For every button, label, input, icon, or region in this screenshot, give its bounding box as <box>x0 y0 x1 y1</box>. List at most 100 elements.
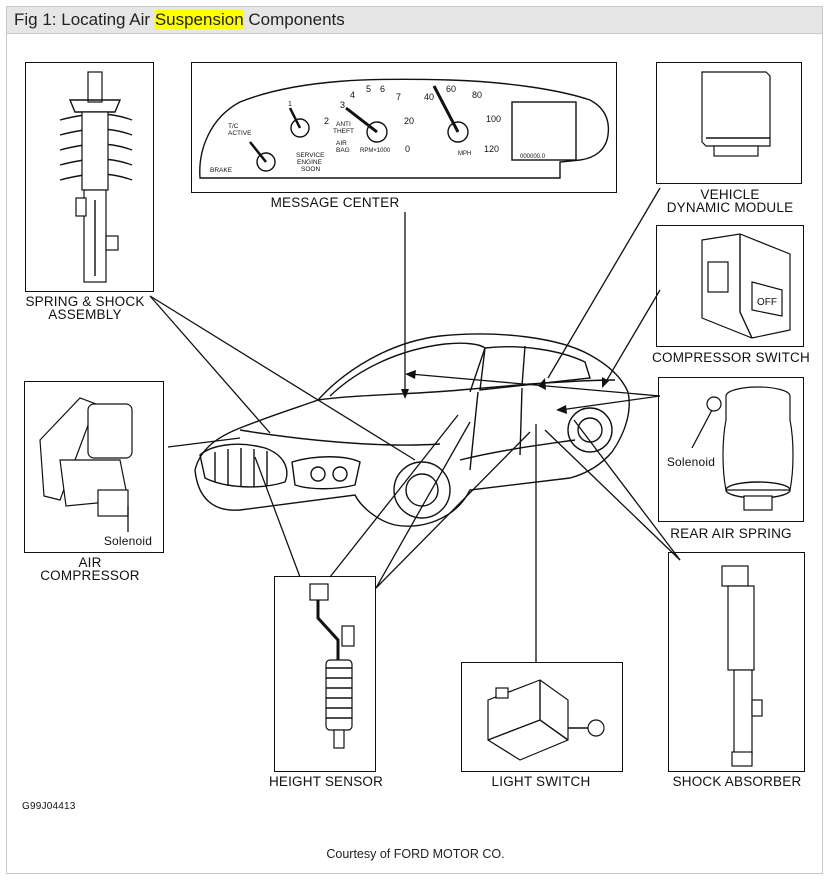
leader-shock-b <box>544 429 681 561</box>
speed-20: 20 <box>404 116 414 126</box>
rear-wheel-hub <box>577 417 603 443</box>
shock-solenoid <box>751 699 763 717</box>
rear-wheel <box>567 407 613 453</box>
tach-4: 4 <box>350 90 355 100</box>
figure-id: G99J04413 <box>22 801 76 812</box>
cluster-text: T/C ACTIVE BRAKE ANTI THEFT AIR BAG SERV… <box>210 84 546 174</box>
arrow-rear-spring-a <box>405 370 416 379</box>
tach-3: 3 <box>340 100 345 110</box>
arrow-rear-spring-b <box>556 405 567 414</box>
cluster-tc: T/C <box>228 123 239 130</box>
title-suffix: Components <box>243 10 345 29</box>
shock-bracket <box>75 197 87 217</box>
figure-title: Fig 1: Locating Air Suspension Component… <box>14 10 345 30</box>
light-switch-knob <box>587 719 605 737</box>
label-message-center: MESSAGE CENTER <box>270 195 400 210</box>
cluster-service: SERVICE <box>296 152 325 159</box>
small-needle-lower <box>249 141 267 163</box>
cluster-odometer: 000000.0 <box>520 154 546 160</box>
air-bag-sleeve <box>81 111 109 191</box>
label-air-solenoid: Solenoid <box>103 534 153 548</box>
shock-top-mount <box>721 565 749 587</box>
label-rear-solenoid: Solenoid <box>666 455 716 469</box>
air-compressor-drawing <box>39 397 133 532</box>
switch-clip <box>707 261 729 293</box>
sensor-top-mount <box>309 583 329 601</box>
leader-rear-spring-a <box>409 373 661 397</box>
instrument-cluster <box>199 78 610 179</box>
label-spring-shock-line2: ASSEMBLY <box>48 307 122 322</box>
vdm-drawing <box>701 71 771 157</box>
shock-bottom-eye <box>731 751 753 767</box>
label-vdm-line1: VEHICLE <box>700 187 760 202</box>
headlight-lamp-2 <box>332 466 348 482</box>
car-headlight <box>291 456 361 490</box>
rear-door-edge <box>519 387 523 456</box>
cluster-air: AIR <box>336 140 347 147</box>
rear-air-spring-drawing <box>691 386 794 511</box>
leader-shock-a <box>573 419 681 561</box>
height-sensor-drawing <box>309 583 355 749</box>
label-height-sensor: HEIGHT SENSOR <box>268 774 384 789</box>
tach-hub <box>366 121 388 143</box>
label-vdm-line2: DYNAMIC MODULE <box>666 200 794 215</box>
strut-top-mount <box>68 99 122 113</box>
title-bar <box>7 7 822 34</box>
compressor-bracket <box>39 397 97 501</box>
cluster-anti: ANTI <box>336 121 351 128</box>
shock-lower-body <box>733 669 753 755</box>
tach-2: 2 <box>324 116 329 126</box>
light-switch-edges <box>487 680 569 741</box>
leader-height-sensor-d <box>375 421 471 589</box>
leader-compressor-switch <box>603 289 661 386</box>
compressor-head <box>97 489 129 517</box>
cluster-mph: MPH <box>458 151 471 157</box>
speedo-hub <box>447 121 469 143</box>
label-air-compressor-line1: AIR <box>78 555 102 570</box>
sensor-bottom-mount <box>333 729 345 749</box>
sensor-boot-ribs <box>326 667 352 719</box>
switch-rocker <box>751 281 783 317</box>
arrow-vdm <box>538 378 546 390</box>
gauge-small-lower <box>256 152 276 172</box>
car-side-windows <box>479 346 591 391</box>
tach-5: 5 <box>366 84 371 94</box>
speed-60: 60 <box>446 84 456 94</box>
credit-line: Courtesy of FORD MOTOR CO. <box>326 847 505 861</box>
shock-solenoid <box>105 235 119 251</box>
side-trim <box>459 439 576 461</box>
leader-spring-front-left <box>149 295 271 434</box>
sensor-linkage <box>316 600 340 660</box>
leader-spring-front-right <box>149 295 416 461</box>
sensor-connector <box>341 625 355 647</box>
headlight-lamp-1 <box>310 466 326 482</box>
cluster-theft: THEFT <box>333 128 354 135</box>
tach-6: 6 <box>380 84 385 94</box>
compressor-motor <box>87 403 133 459</box>
compressor-switch-drawing: OFF <box>701 233 791 339</box>
car-body <box>194 333 630 527</box>
speed-100: 100 <box>486 114 501 124</box>
front-door-edge <box>469 391 479 471</box>
speedo-needle <box>432 85 460 133</box>
tach-0: 0 <box>405 144 410 154</box>
label-rear-air-spring: REAR AIR SPRING <box>670 526 792 541</box>
label-compressor-switch: COMPRESSOR SWITCH <box>652 350 810 365</box>
speed-80: 80 <box>472 90 482 100</box>
title-prefix: Fig 1: Locating Air <box>14 10 155 29</box>
switch-edge <box>739 234 753 339</box>
label-light-switch: LIGHT SWITCH <box>491 774 591 789</box>
car-grille <box>199 443 288 488</box>
vehicle-drawing <box>194 333 630 527</box>
label-spring-shock-line1: SPRING & SHOCK <box>25 294 145 309</box>
air-spring-bellows <box>722 396 794 491</box>
leader-height-sensor-a <box>254 456 301 578</box>
cluster-soon: SOON <box>301 166 320 173</box>
cluster-engine: ENGINE <box>297 159 323 166</box>
cluster-brake: BRAKE <box>210 167 233 174</box>
tach-1: 1 <box>288 101 292 108</box>
tach-needle <box>345 106 378 134</box>
leader-rear-spring-b <box>559 395 661 411</box>
height-sensor-box <box>274 576 376 772</box>
